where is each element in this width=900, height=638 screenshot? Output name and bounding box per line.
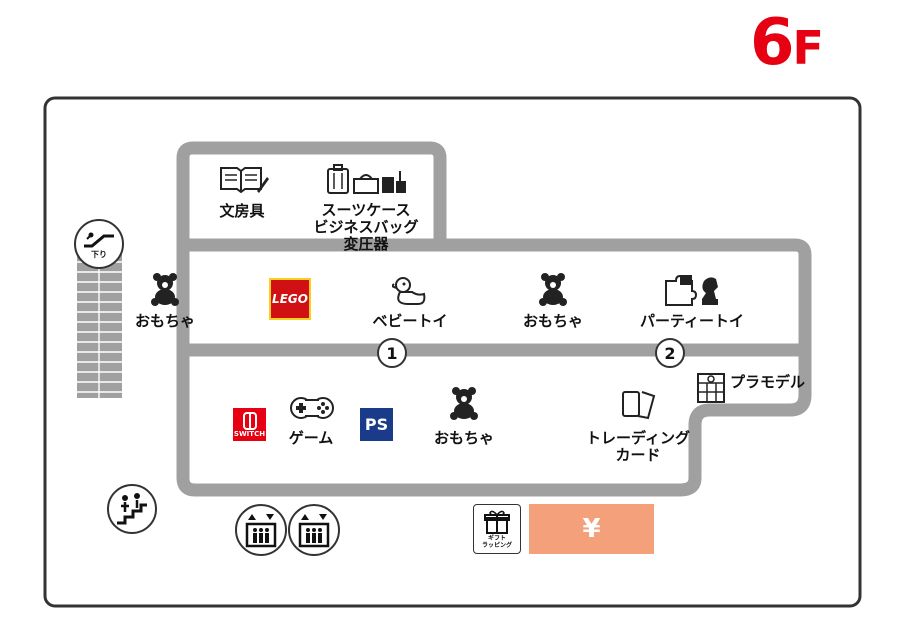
section-trading-card[interactable]: トレーディング カード <box>578 430 698 464</box>
section-suitcase[interactable]: スーツケース ビジネスバッグ 変圧器 <box>296 202 436 253</box>
gift-icon <box>484 510 510 534</box>
lego-logo: LEGO <box>269 278 311 320</box>
building-kit-icon <box>697 373 725 403</box>
corridor-number-1: 1 <box>377 338 407 368</box>
elevator-glyph <box>245 514 277 548</box>
section-toys-lower[interactable]: おもちゃ <box>433 429 494 447</box>
switch-mark-icon <box>242 411 257 430</box>
section-toys-center[interactable]: おもちゃ <box>522 312 583 330</box>
trading-cards-icon <box>622 391 656 420</box>
section-baby-toys[interactable]: ベビートイ <box>372 312 448 330</box>
teddy-bear-icon <box>539 273 567 306</box>
elevator-icon[interactable] <box>288 504 340 556</box>
section-suitcase-line1: スーツケース <box>321 201 411 219</box>
game-controller-icon <box>290 397 334 419</box>
section-stationery[interactable]: 文房具 <box>219 202 265 220</box>
section-party-toys[interactable]: パーティートイ <box>639 312 745 330</box>
escalator-icon[interactable]: 下り <box>74 219 124 269</box>
section-suitcase-line2: ビジネスバッグ <box>313 218 419 236</box>
floor-label: 6F <box>750 8 860 78</box>
book-pen-icon <box>220 167 269 193</box>
gift-wrapping-label: ギフト ラッピング <box>482 535 512 549</box>
puzzle-chess-icon <box>665 274 718 306</box>
section-plamodel[interactable]: プラモデル <box>730 373 806 391</box>
elevator-glyph <box>298 514 330 548</box>
building-outline <box>43 96 862 608</box>
gift-wrapping-counter[interactable]: ギフト ラッピング <box>473 504 521 554</box>
cashier-counter[interactable]: ¥ <box>529 504 654 554</box>
corridor-number-2: 2 <box>655 338 685 368</box>
section-trading-card-line1: トレーディング <box>586 429 690 447</box>
section-toys-left[interactable]: おもちゃ <box>134 312 195 330</box>
switch-logo-text: SWITCH <box>233 429 266 438</box>
teddy-bear-icon <box>450 387 478 420</box>
teddy-bear-icon <box>151 273 179 306</box>
stairs-icon[interactable] <box>107 484 157 534</box>
nintendo-switch-logo: SWITCH <box>233 408 266 441</box>
walkway-loop <box>176 141 812 497</box>
section-game[interactable]: ゲーム <box>288 429 334 447</box>
escalator-glyph <box>84 232 114 247</box>
section-trading-card-line2: カード <box>615 446 661 464</box>
section-suitcase-line3: 変圧器 <box>343 235 389 253</box>
floor-number: 6 <box>750 6 795 80</box>
suitcase-icon <box>327 164 406 194</box>
gift-wrapping-line2: ラッピング <box>481 542 512 549</box>
playstation-logo: PS <box>360 408 393 441</box>
floor-unit: F <box>792 21 824 75</box>
escalator-sign: 下り <box>91 249 107 259</box>
elevator-icon[interactable] <box>235 504 287 556</box>
gift-wrapping-line1: ギフト <box>487 535 506 542</box>
stairs-glyph <box>117 493 147 525</box>
rubber-duck-icon <box>392 277 426 305</box>
